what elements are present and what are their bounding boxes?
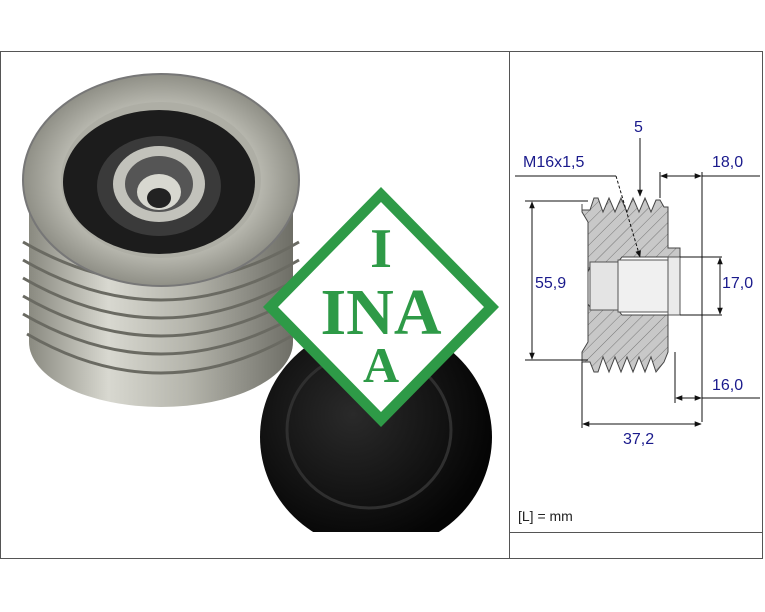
image-frame (0, 51, 763, 559)
ina-logo-text: INA (320, 276, 441, 349)
pulley-image (22, 73, 300, 407)
technical-drawing: 5 M16x1,5 18,0 55,9 17,0 16,0 37,2 (515, 119, 760, 448)
dim-total-length: 37,2 (623, 431, 654, 448)
dim-width-bottom: 16,0 (712, 377, 743, 394)
panel-divider-horizontal (509, 532, 763, 533)
dim-width-top: 18,0 (712, 154, 743, 171)
product-photo: INA I A (22, 73, 499, 532)
panel-divider (509, 51, 510, 559)
dim-outer-diameter: 55,9 (535, 275, 566, 292)
dim-bore-diameter: 17,0 (722, 275, 753, 292)
dimension-lines (515, 138, 760, 428)
ina-logo: INA I A (263, 187, 499, 427)
unit-note: [L] = mm (518, 508, 573, 524)
ina-logo-letter-i: I (370, 218, 392, 280)
dim-thread: M16x1,5 (523, 154, 584, 171)
ina-logo-letter-a: A (363, 337, 399, 393)
dim-ribs: 5 (634, 119, 643, 136)
pulley-section (581, 196, 681, 374)
